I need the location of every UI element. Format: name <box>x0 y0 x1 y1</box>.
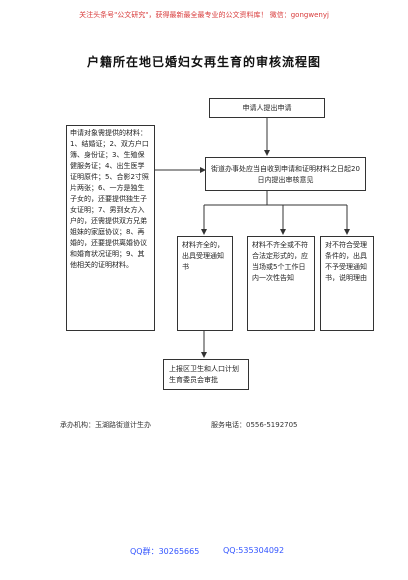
branch-incomplete-box: 材料不齐全或不符合法定形式的，应当场或5个工作日内一次性告知 <box>247 236 315 331</box>
materials-box: 申请对象需提供的材料：1、结婚证；2、双方户口簿、身份证；3、生殖保健服务证；4… <box>66 125 155 331</box>
branch-reject-box: 对不符合受理条件的，出具不予受理通知书，说明理由 <box>320 236 374 331</box>
top-banner: 关注头条号"公文研究"，获得最新最全最专业的公文资料库！ 微信：gongweny… <box>79 11 329 19</box>
phone-text: 服务电话：0556-5192705 <box>211 421 298 429</box>
review-box: 街道办事处应当自收到申请和证明材料之日起20日内提出审核意见 <box>205 157 366 191</box>
page-title: 户籍所在地已婚妇女再生育的审核流程图 <box>86 55 321 69</box>
start-box: 申请人提出申请 <box>209 98 325 118</box>
organizer-text: 承办机构：玉湖路街道计生办 <box>60 421 151 429</box>
branch-complete-box: 材料齐全的，出具受理通知书 <box>177 236 233 331</box>
submit-box: 上报区卫生和人口计划生育委员会审批 <box>163 359 249 390</box>
qq-text: QQ:535304092 <box>223 546 285 555</box>
qq-group-text: QQ群：30265665 <box>130 547 200 556</box>
